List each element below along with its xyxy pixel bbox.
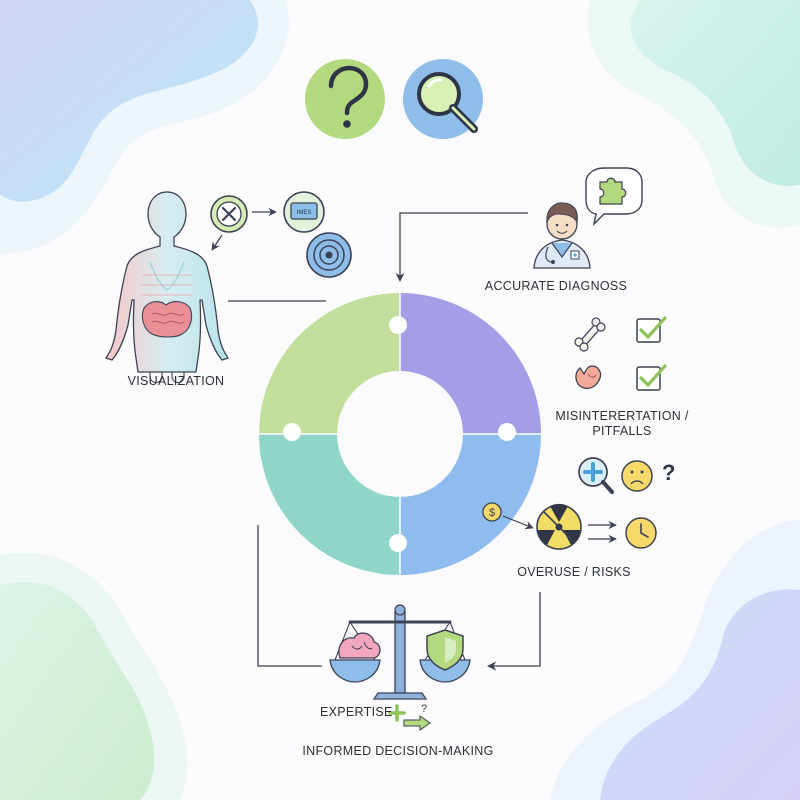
quadrant-top-left xyxy=(259,293,400,434)
quadrant-top-right xyxy=(400,293,541,434)
question-icon xyxy=(305,59,385,139)
coin-symbol: $ xyxy=(489,507,495,519)
blob-bottom-left-light xyxy=(0,552,188,800)
sad-face-icon xyxy=(621,460,653,492)
question-small: ? xyxy=(421,703,427,715)
node-bottom xyxy=(389,534,407,552)
doctor-icon xyxy=(533,202,591,269)
quadrant-bottom-left xyxy=(259,434,400,575)
blob-bottom-right-light xyxy=(550,520,800,800)
label-misinterpretation-line2: PITFALLS xyxy=(592,424,652,438)
label-overuse-risks: OVERUSE / RISKS xyxy=(517,565,631,579)
right-connector xyxy=(487,592,541,671)
question-glyph: ? xyxy=(662,460,675,485)
puzzle-bubble-icon xyxy=(585,167,643,227)
label-informed-decision: INFORMED DECISION-MAKING xyxy=(302,744,494,758)
node-top xyxy=(389,316,407,334)
monitor-icon: IMES xyxy=(283,191,325,233)
body-scan-icon xyxy=(104,191,230,384)
quadrant-bottom-right xyxy=(400,434,541,575)
central-ring xyxy=(259,293,541,575)
medical-search-icon xyxy=(578,457,614,494)
node-left xyxy=(283,423,301,441)
diagnosis-connector xyxy=(395,212,528,282)
node-right xyxy=(498,423,516,441)
radiation-icon xyxy=(536,503,582,550)
clock-icon xyxy=(625,517,657,549)
balance-scale-icon xyxy=(329,604,471,700)
left-connector xyxy=(257,525,322,667)
shield-icon xyxy=(426,629,464,671)
magnifier-icon xyxy=(403,59,483,139)
label-accurate-diagnosis: ACCURATE DIAGNOSS xyxy=(484,279,628,293)
plus-arrow-icon: ? xyxy=(388,703,431,731)
target-icon xyxy=(306,232,352,278)
label-expertise: EXPERTISE xyxy=(320,705,393,719)
blob-top-right-light xyxy=(587,0,800,228)
blob-top-left-light xyxy=(0,0,289,255)
x-circle-icon xyxy=(210,195,248,233)
checkbox-icon xyxy=(636,316,667,343)
bone-icon xyxy=(574,317,606,352)
connectors xyxy=(228,212,541,671)
checkbox-icon xyxy=(636,364,667,391)
label-misinterpretation-line1: MISINTERERTATION / xyxy=(555,409,689,423)
coin-icon: $ xyxy=(482,502,502,522)
stomach-icon xyxy=(575,365,602,390)
monitor-screen-text: IMES xyxy=(297,210,312,216)
label-visualization: VISUALIZATION xyxy=(127,374,225,388)
brain-icon xyxy=(338,632,381,659)
